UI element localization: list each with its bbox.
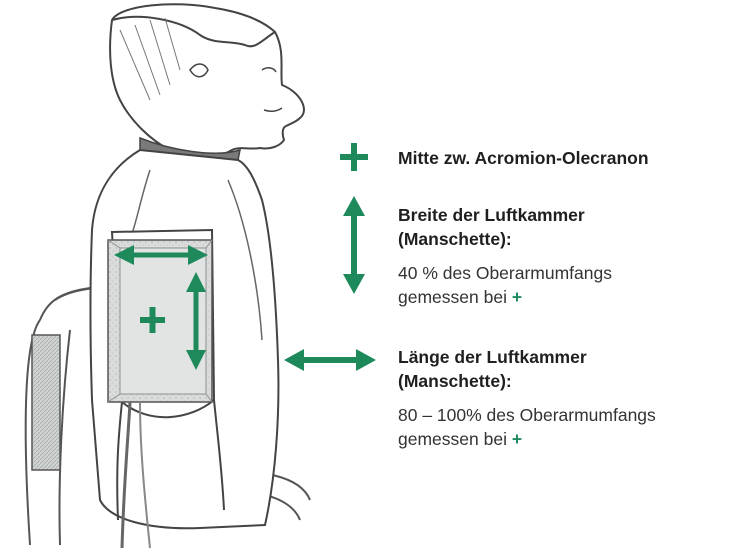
- legend-length-desc-1: 80 – 100% des Oberarmumfangs: [398, 403, 723, 427]
- legend-width-title-1: Breite der Luftkammer: [398, 203, 723, 227]
- legend-width-desc-1: 40 % des Oberarmumfangs: [398, 261, 723, 285]
- plus-icon: [340, 143, 368, 171]
- head: [110, 4, 304, 157]
- legend-length-title-2: (Manschette):: [398, 369, 723, 393]
- legend-width-desc-2: gemessen bei +: [398, 285, 723, 309]
- legend-midpoint-title: Mitte zw. Acromion-Olecranon: [398, 146, 723, 170]
- legend-width-measured-at: gemessen bei: [398, 287, 507, 307]
- legend-length-measured-at: gemessen bei: [398, 429, 507, 449]
- vertical-double-arrow-icon: [343, 196, 365, 294]
- legend-width-title-2: (Manschette):: [398, 227, 723, 251]
- plus-icon: +: [512, 287, 522, 307]
- horizontal-double-arrow-icon: [284, 349, 376, 371]
- plus-icon: +: [512, 429, 522, 449]
- chair-backrest: [32, 335, 60, 470]
- legend-length-title-1: Länge der Luftkammer: [398, 345, 723, 369]
- legend-length-desc-2: gemessen bei +: [398, 427, 723, 451]
